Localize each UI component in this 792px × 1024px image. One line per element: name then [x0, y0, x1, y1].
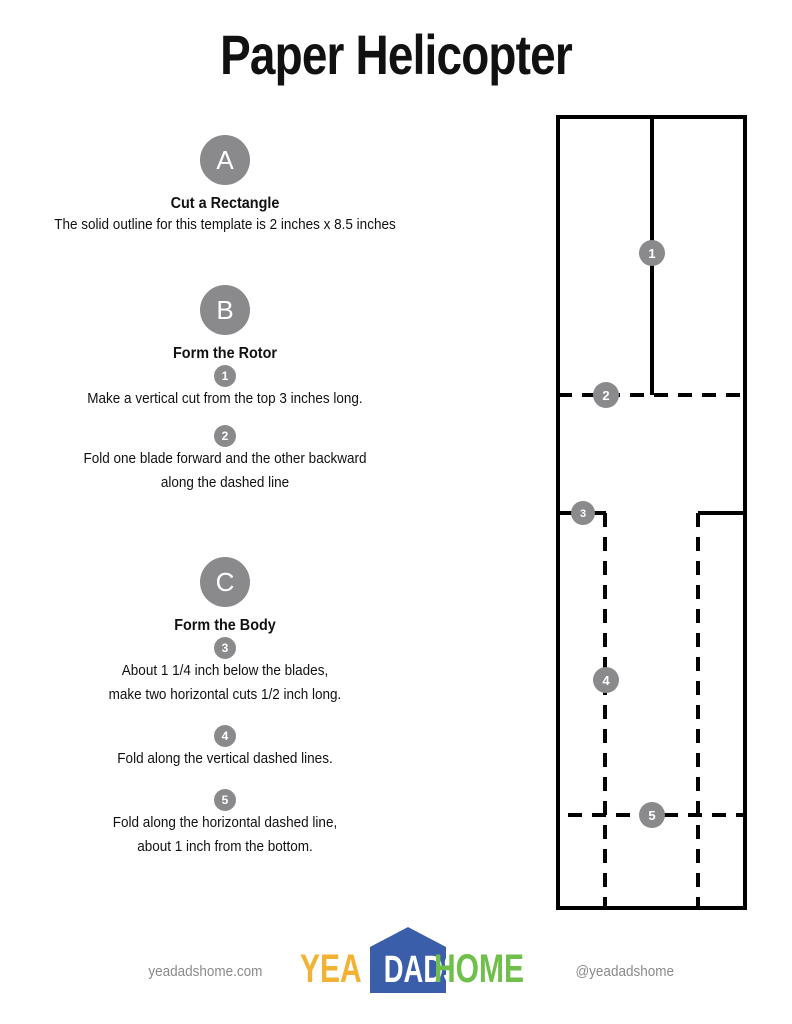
logo-dads-text: DADS — [383, 949, 462, 991]
step-2-text-line-1: Fold one blade forward and the other bac… — [83, 450, 367, 467]
section-b: B Form the Rotor 1 Make a vertical cut f… — [20, 285, 430, 557]
section-c-letter-circle: C — [200, 557, 250, 607]
step-1: 1 Make a vertical cut from the top 3 inc… — [20, 365, 430, 411]
marker-3: 3 — [571, 501, 595, 525]
step-4-number-circle: 4 — [214, 725, 236, 747]
logo-house-icon — [370, 927, 446, 993]
marker-1-label: 1 — [648, 246, 655, 261]
step-2-text-line-2: along the dashed line — [160, 474, 290, 491]
step-3-text-line-1: About 1 1/4 inch below the blades, — [121, 662, 329, 679]
step-3-number-circle: 3 — [214, 637, 236, 659]
step-5-number-circle: 5 — [214, 789, 236, 811]
marker-2: 2 — [593, 382, 619, 408]
marker-3-label: 3 — [580, 508, 586, 520]
section-b-heading: Form the Rotor — [172, 345, 277, 362]
step-1-text: Make a vertical cut from the top 3 inche… — [87, 390, 363, 407]
page-title: Paper Helicopter — [220, 23, 573, 86]
helicopter-template: 1 2 3 4 5 — [556, 115, 747, 910]
section-c-heading: Form the Body — [174, 617, 276, 634]
marker-4: 4 — [593, 667, 619, 693]
logo-yea-text: YEA — [300, 947, 362, 991]
instructions: A Cut a Rectangle The solid outline for … — [20, 135, 430, 859]
step-2-number-circle: 2 — [214, 425, 236, 447]
yea-dads-home-logo: YEA DADS HOME — [300, 925, 525, 1000]
marker-4-label: 4 — [602, 673, 610, 688]
marker-5: 5 — [639, 802, 665, 828]
step-5-text-line-2: about 1 inch from the bottom. — [137, 838, 313, 855]
step-1-number-circle: 1 — [214, 365, 236, 387]
step-3-text-line-2: make two horizontal cuts 1/2 inch long. — [108, 686, 342, 703]
step-4: 4 Fold along the vertical dashed lines. — [20, 725, 430, 771]
section-a: A Cut a Rectangle The solid outline for … — [20, 135, 430, 285]
step-5-text-line-1: Fold along the horizontal dashed line, — [112, 814, 338, 831]
step-5: 5 Fold along the horizontal dashed line,… — [20, 789, 430, 859]
section-a-text: The solid outline for this template is 2… — [54, 216, 396, 233]
marker-5-label: 5 — [648, 808, 655, 823]
section-a-letter-circle: A — [200, 135, 250, 185]
logo-home-text: HOME — [434, 947, 524, 991]
section-a-heading: Cut a Rectangle — [170, 195, 280, 212]
marker-1: 1 — [639, 240, 665, 266]
step-4-text: Fold along the vertical dashed lines. — [117, 750, 333, 767]
section-b-letter-circle: B — [200, 285, 250, 335]
marker-2-label: 2 — [602, 388, 609, 403]
step-3: 3 About 1 1/4 inch below the blades, mak… — [20, 637, 430, 707]
footer: yeadadshome.com YEA DADS HOME @yeadadsho… — [0, 925, 792, 1005]
footer-website: yeadadshome.com — [148, 963, 263, 980]
step-2: 2 Fold one blade forward and the other b… — [20, 425, 430, 495]
section-c: C Form the Body 3 About 1 1/4 inch below… — [20, 557, 430, 859]
footer-handle: @yeadadshome — [575, 963, 674, 980]
